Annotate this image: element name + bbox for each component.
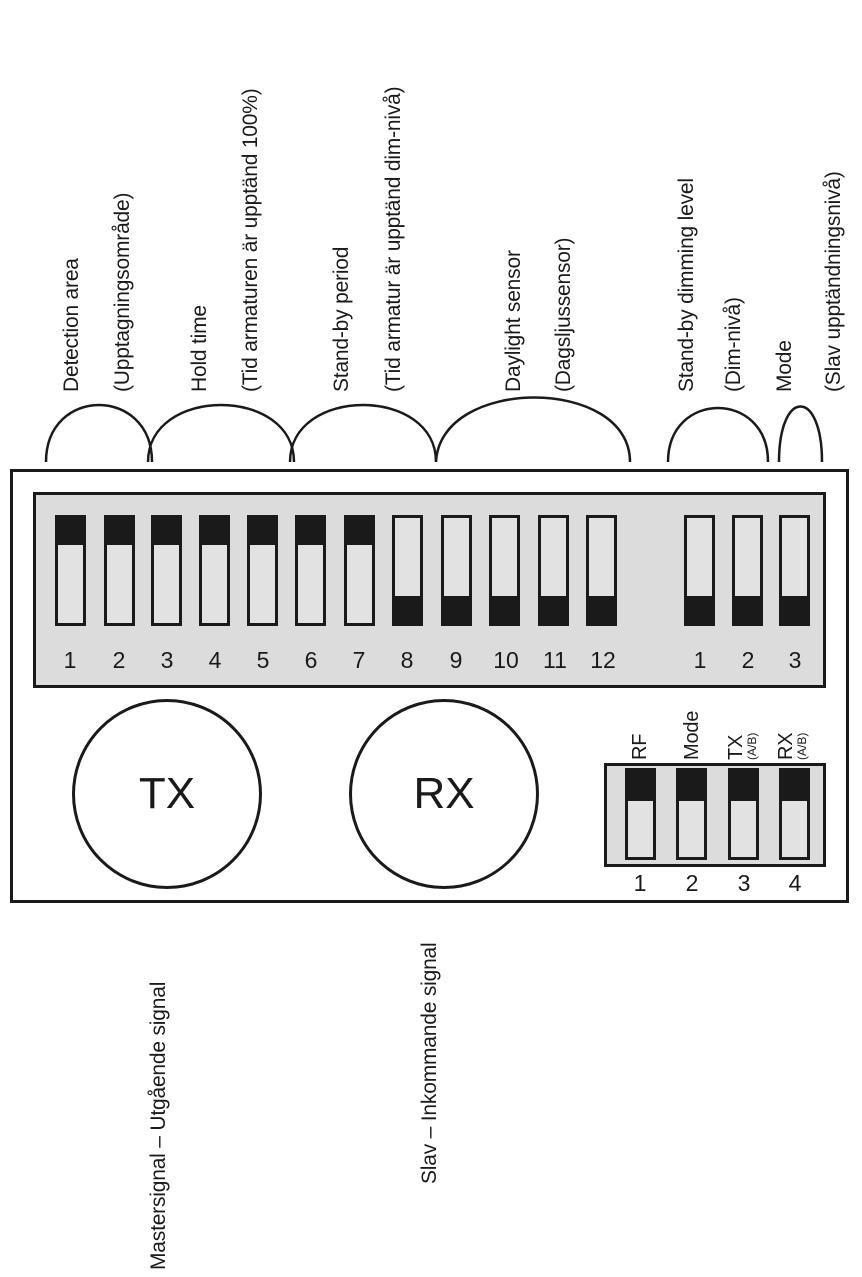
switch-knob: [588, 596, 615, 623]
dip-switch-9[interactable]: [441, 515, 472, 626]
rx-connector: RX: [349, 699, 539, 889]
switch-knob: [57, 518, 84, 545]
small-number: 2: [685, 870, 699, 896]
dip-number: 2: [112, 647, 126, 673]
tx-connector: TX: [72, 699, 262, 889]
dip-number: 3: [160, 647, 174, 673]
small-switch-tx[interactable]: [728, 768, 759, 860]
switch-knob: [686, 596, 713, 623]
dip-number: 10: [493, 647, 519, 673]
small-switch-rf[interactable]: [625, 768, 656, 860]
switch-knob: [540, 596, 567, 623]
small-sublabel-rx: (A/B): [795, 732, 809, 760]
rx-label: RX: [413, 769, 475, 818]
tx-label: TX: [138, 769, 196, 818]
dip-switch-5[interactable]: [247, 515, 278, 626]
dip-switch-1[interactable]: [55, 515, 86, 626]
dip-number: 8: [400, 647, 414, 673]
dip-number: 9: [449, 647, 463, 673]
dim-switch-3[interactable]: [779, 515, 810, 626]
group-brackets: [44, 396, 824, 463]
dim-number: 1: [693, 647, 707, 673]
dip-number: 1: [63, 647, 77, 673]
dip-switch-8[interactable]: [392, 515, 423, 626]
small-switch-rx[interactable]: [779, 768, 810, 860]
switch-knob: [201, 518, 228, 545]
device-outline: [10, 469, 849, 903]
dip-number: 12: [590, 647, 616, 673]
label-slave-signal: Slav – Inkommande signal: [418, 942, 441, 1185]
switch-knob: [153, 518, 180, 545]
switch-knob: [781, 596, 808, 623]
dip-switch-10[interactable]: [489, 515, 520, 626]
bracket-detection-area: [44, 403, 154, 463]
dim-number: 2: [741, 647, 755, 673]
small-switch-mode[interactable]: [676, 768, 707, 860]
switch-knob: [627, 771, 654, 801]
bracket-mode: [777, 405, 824, 463]
dip-number: 4: [208, 647, 222, 673]
dip-number: 5: [256, 647, 270, 673]
dim-switch-2[interactable]: [732, 515, 763, 626]
small-label-rx: RX: [775, 732, 797, 760]
dip-switch-11[interactable]: [538, 515, 569, 626]
dip-switch-4[interactable]: [199, 515, 230, 626]
small-label-rf: RF: [629, 733, 651, 760]
switch-knob: [297, 518, 324, 545]
switch-knob: [781, 771, 808, 801]
small-label-tx: TX: [725, 734, 747, 760]
dip-number: 11: [543, 647, 567, 673]
switch-knob: [249, 518, 276, 545]
switch-knob: [346, 518, 373, 545]
dim-switch-1[interactable]: [684, 515, 715, 626]
bracket-standby-dimming: [666, 406, 770, 463]
dip-number: 6: [304, 647, 318, 673]
dip-switch-6[interactable]: [295, 515, 326, 626]
dim-number: 3: [788, 647, 802, 673]
dip-number: 7: [352, 647, 366, 673]
bracket-hold-time: [146, 403, 296, 463]
switch-knob: [678, 771, 705, 801]
switch-knob: [443, 596, 470, 623]
small-number: 4: [788, 870, 802, 896]
small-number: 1: [633, 870, 647, 896]
bracket-standby-period: [288, 403, 438, 463]
small-sublabel-tx: (A/B): [745, 732, 759, 760]
dip-switch-3[interactable]: [151, 515, 182, 626]
bracket-daylight-sensor: [434, 396, 632, 463]
dip-switch-7[interactable]: [344, 515, 375, 626]
switch-knob: [730, 771, 757, 801]
small-number: 3: [737, 870, 751, 896]
small-label-mode: Mode: [681, 710, 703, 760]
switch-knob: [394, 596, 421, 623]
dip-switch-2[interactable]: [104, 515, 135, 626]
switch-knob: [734, 596, 761, 623]
dip-switch-12[interactable]: [586, 515, 617, 626]
label-master-signal: Mastersignal – Utgående signal: [147, 981, 170, 1270]
switch-knob: [491, 596, 518, 623]
switch-knob: [106, 518, 133, 545]
